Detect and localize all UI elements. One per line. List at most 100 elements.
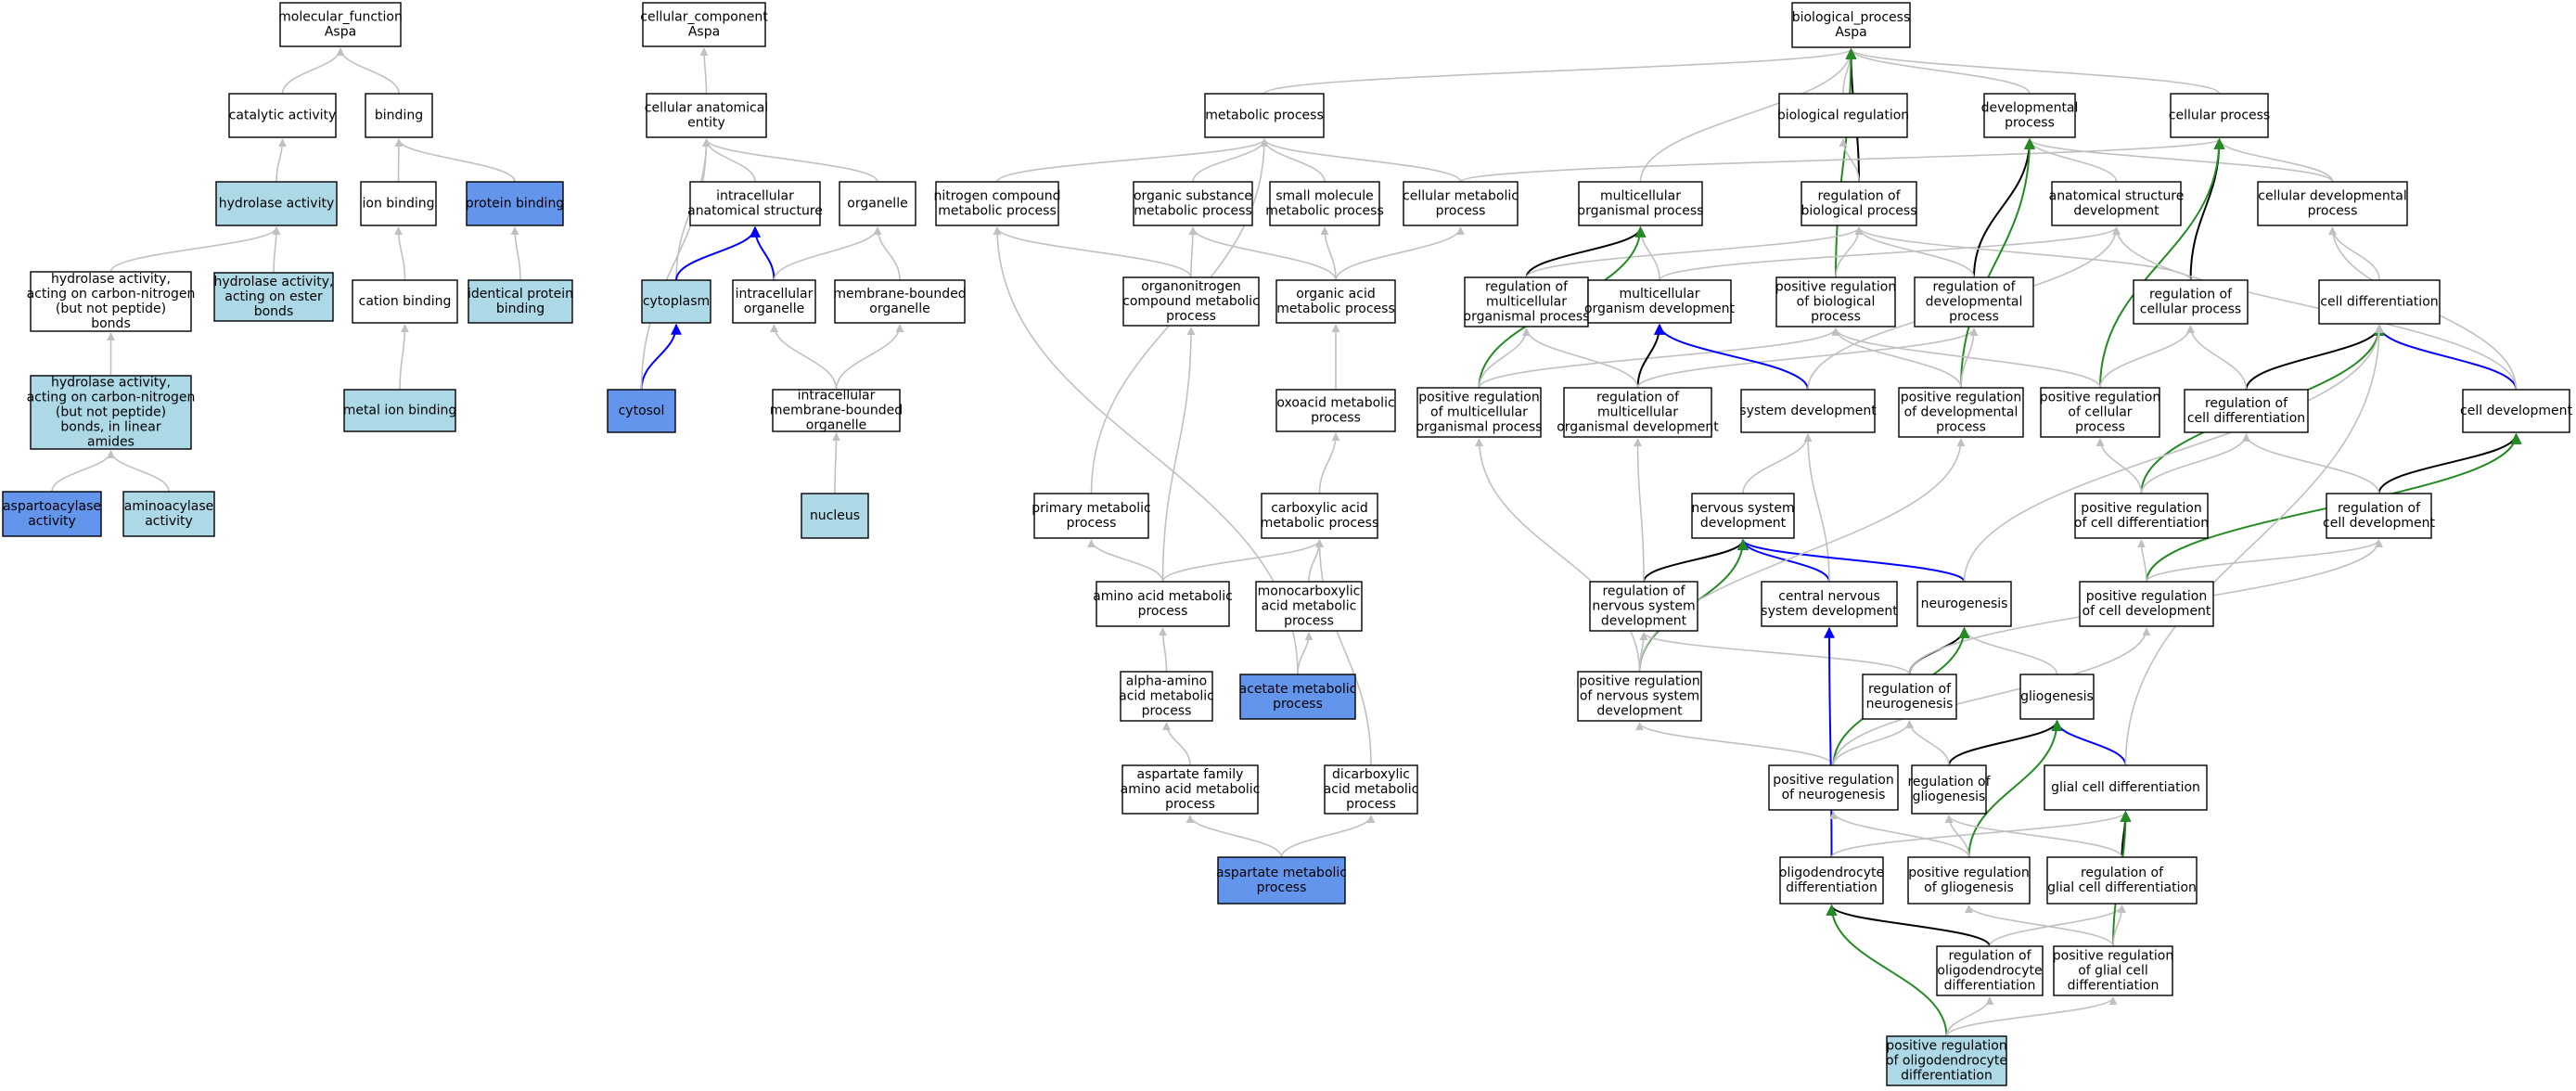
node-hydcnlinear[interactable]: hydrolase activity,acting on carbon-nitr… [27,375,196,450]
node-nucleus[interactable]: nucleus [801,493,869,539]
node-organelle[interactable]: organelle [839,181,916,226]
node-celldev[interactable]: cell development [2460,389,2572,433]
node-label-line: metal ion binding [343,404,457,418]
node-label-line: biological process [1801,204,1917,219]
node-label-line: process [1257,880,1307,895]
node-box [2,491,102,537]
node-label-line: regulation of [1932,280,2016,295]
node-label-line: of oligodendrocyte [1886,1054,2007,1069]
node-sysdev[interactable]: system development [1739,389,1877,433]
node-box [2019,674,2095,720]
node-label-line: of nervous system [1580,689,1699,704]
node-neurogenesis[interactable]: neurogenesis [1916,581,2012,627]
node-label-line: molecular_function [278,10,403,25]
node-celldiff[interactable]: cell differentiation [2318,279,2441,325]
node-box [1791,2,1911,48]
node-label-line: regulation of [1817,189,1901,204]
node-catalytic[interactable]: catalytic activity [228,93,337,138]
node-ionbinding[interactable]: ion binding [360,181,437,226]
node-hydrolase[interactable]: hydrolase activity [215,181,338,226]
node-regoligo[interactable]: regulation ofoligodendrocytedifferentiat… [1936,945,2044,996]
node-label-line: aspartate metabolic [1216,866,1347,880]
node-bioreg[interactable]: biological regulation [1777,93,1909,138]
edge-posregcelldev-to-regcelldev [2146,539,2383,583]
node-gliogenesis[interactable]: gliogenesis [2019,674,2095,720]
node-label-line: process [1936,420,1986,435]
node-cellproc[interactable]: cellular process [2169,93,2270,138]
node-label-line: bonds [91,316,131,331]
node-glialdiff[interactable]: glial cell differentiation [2044,764,2208,811]
node-label-line: intracellular [736,287,814,302]
edge-posregcell-to-posregbio [1831,327,2101,389]
node-metalion[interactable]: metal ion binding [343,389,457,432]
node-label-line: glial cell differentiation [2047,880,2197,895]
node-cytoplasm[interactable]: cytoplasm [641,279,711,324]
node-cytosol[interactable]: cytosol [607,389,676,433]
node-box [1416,387,1542,438]
node-proteinbinding[interactable]: protein binding [466,181,564,226]
node-binding[interactable]: binding [365,93,433,138]
node-cationbinding[interactable]: cation binding [352,279,458,324]
node-metabolic[interactable]: metabolic process [1204,93,1325,138]
node-hydcn[interactable]: hydrolase activity,acting on carbon-nitr… [27,271,196,332]
